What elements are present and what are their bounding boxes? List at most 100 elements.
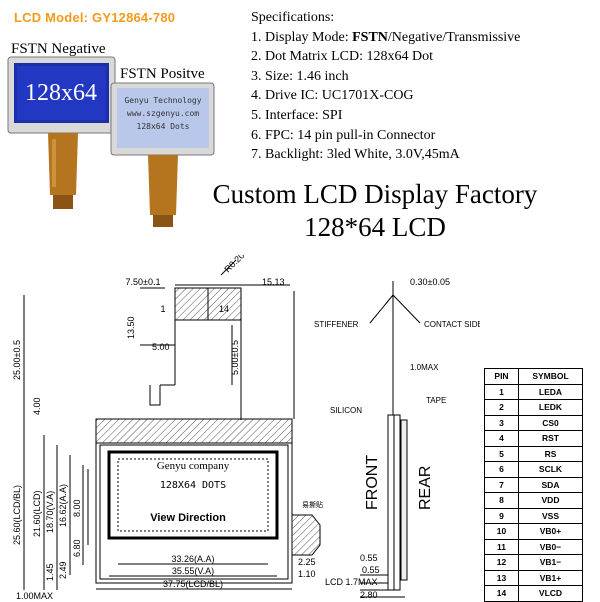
pin-number: 10 bbox=[484, 523, 519, 540]
dim-35-55: 35.55(V.A) bbox=[172, 566, 214, 576]
pin-14-label: 14 bbox=[219, 304, 229, 314]
panel-text-dots: 128X64 DOTS bbox=[160, 480, 226, 491]
pin-symbol: VB0− bbox=[518, 538, 583, 555]
model-label: LCD Model: GY12864-780 bbox=[14, 10, 176, 25]
spec-display-mode-bold: FSTN bbox=[352, 29, 388, 45]
small-note-label: 易撕贴 bbox=[302, 500, 323, 509]
pin-symbol: LEDA bbox=[518, 383, 583, 400]
front-label: FRONT bbox=[364, 455, 381, 510]
pin-symbol: VSS bbox=[518, 507, 583, 524]
positive-module: Genyu Technology www.szgenyu.com 128x64 … bbox=[110, 82, 215, 227]
pin-symbol: CS0 bbox=[518, 414, 583, 431]
dim-18-70: 18.70(V.A) bbox=[45, 491, 55, 533]
dim-16-62: 16.62(A.A) bbox=[58, 484, 68, 527]
pin-symbol: VB1− bbox=[518, 554, 583, 571]
pin-symbol: VB1+ bbox=[518, 569, 583, 586]
pin-table-header: PIN SYMBOL bbox=[484, 368, 583, 385]
pin-symbol: VLCD bbox=[518, 585, 583, 602]
pin-symbol: SDA bbox=[518, 476, 583, 493]
pin-symbol: LEDK bbox=[518, 399, 583, 416]
spec-item-7: 7. Backlight: 3led White, 3.0V,45mA bbox=[251, 147, 460, 163]
dim-2-25: 2.25 bbox=[298, 557, 316, 567]
dim-15-13: 15.13 bbox=[262, 277, 285, 287]
headline: Custom LCD Display Factory 128*64 LCD bbox=[170, 178, 580, 244]
pin-symbol: VDD bbox=[518, 492, 583, 509]
dim-37-75: 37.75(LCD/BL) bbox=[163, 579, 223, 589]
headline-line-1: Custom LCD Display Factory bbox=[212, 179, 538, 209]
pin-number: 7 bbox=[484, 476, 519, 493]
product-photo: 128x64 Genyu Technology www.szgenyu.com … bbox=[7, 56, 215, 227]
pin-number: 4 bbox=[484, 430, 519, 447]
spec-display-mode-rest: /Negative/Transmissive bbox=[387, 29, 521, 45]
pin-number: 14 bbox=[484, 585, 519, 602]
specifications-title: Specifications: bbox=[251, 10, 335, 25]
contact-side-label: CONTACT SIDE bbox=[424, 320, 480, 329]
positive-screen-line-3: 128x64 Dots bbox=[137, 122, 190, 131]
negative-module: 128x64 bbox=[7, 56, 116, 209]
stiffener-label: STIFFENER bbox=[314, 320, 359, 329]
dim-0-30: 0.30±0.05 bbox=[410, 277, 450, 287]
positive-screen-line-2: www.szgenyu.com bbox=[127, 109, 199, 118]
dim-1-00max: 1.00MAX bbox=[16, 591, 53, 600]
dim-2-49: 2.49 bbox=[58, 561, 68, 579]
dim-6-80: 6.80 bbox=[72, 539, 82, 557]
view-direction-label: View Direction bbox=[150, 512, 226, 524]
spec-item-5: 5. Interface: SPI bbox=[251, 107, 343, 123]
dim-r0-20: R0.20 bbox=[222, 255, 246, 274]
fstn-positive-label: FSTN Positve bbox=[120, 66, 205, 82]
dim-1-10: 1.10 bbox=[298, 569, 316, 579]
pin-symbol: RST bbox=[518, 430, 583, 447]
fstn-negative-label: FSTN Negative bbox=[11, 41, 106, 57]
dim-1-45: 1.45 bbox=[45, 563, 55, 581]
headline-line-2: 128*64 LCD bbox=[304, 212, 446, 242]
pin-number: 6 bbox=[484, 461, 519, 478]
pin-number: 8 bbox=[484, 492, 519, 509]
panel-text-company: Genyu company bbox=[157, 460, 230, 472]
negative-screen-text: 128x64 bbox=[25, 80, 97, 106]
positive-screen-line-1: Genyu Technology bbox=[124, 96, 201, 105]
dim-25-00: 25.00±0.5 bbox=[12, 340, 22, 380]
pin-number: 2 bbox=[484, 399, 519, 416]
spec-item-3: 3. Size: 1.46 inch bbox=[251, 68, 349, 84]
silicon-label: SILICON bbox=[330, 406, 362, 415]
pin-symbol: VB0+ bbox=[518, 523, 583, 540]
pin-number: 13 bbox=[484, 569, 519, 586]
dim-2-80: 2.80 bbox=[360, 590, 378, 600]
dim-8-00: 8.00 bbox=[72, 499, 82, 517]
symbol-header: SYMBOL bbox=[518, 368, 583, 385]
pin-header: PIN bbox=[484, 368, 519, 385]
pin-number: 1 bbox=[484, 383, 519, 400]
spec-item-1-label: 1. Display Mode: bbox=[251, 29, 353, 45]
dim-4-00: 4.00 bbox=[32, 397, 42, 415]
dim-25-60: 25.60(LCD/BL) bbox=[12, 485, 22, 545]
dim-1-7max: LCD 1.7MAX bbox=[325, 577, 378, 587]
pin-symbol: SCLK bbox=[518, 461, 583, 478]
dim-13-50: 13.50 bbox=[126, 316, 136, 339]
specifications: Specifications: 1. Display Mode: FSTN/Ne… bbox=[251, 8, 520, 165]
dim-0-55b: 0.55 bbox=[362, 565, 380, 575]
spec-item-2: 2. Dot Matrix LCD: 128x64 Dot bbox=[251, 49, 433, 65]
mechanical-drawing: 1 14 7.50±0.1 R0.20 15.13 13.50 5.00 5.0… bbox=[12, 255, 480, 600]
dim-21-60: 21.60(LCD) bbox=[32, 490, 42, 537]
dim-5-00: 5.00 bbox=[152, 342, 170, 352]
pin-symbol: RS bbox=[518, 445, 583, 462]
rear-label: REAR bbox=[417, 466, 434, 510]
spec-item-1: 1. Display Mode: FSTN/Negative/Transmiss… bbox=[251, 28, 520, 48]
dim-1-0max: 1.0MAX bbox=[410, 363, 439, 372]
pin-number: 11 bbox=[484, 538, 519, 555]
dim-5-00b: 5.00±0.5 bbox=[230, 340, 240, 375]
